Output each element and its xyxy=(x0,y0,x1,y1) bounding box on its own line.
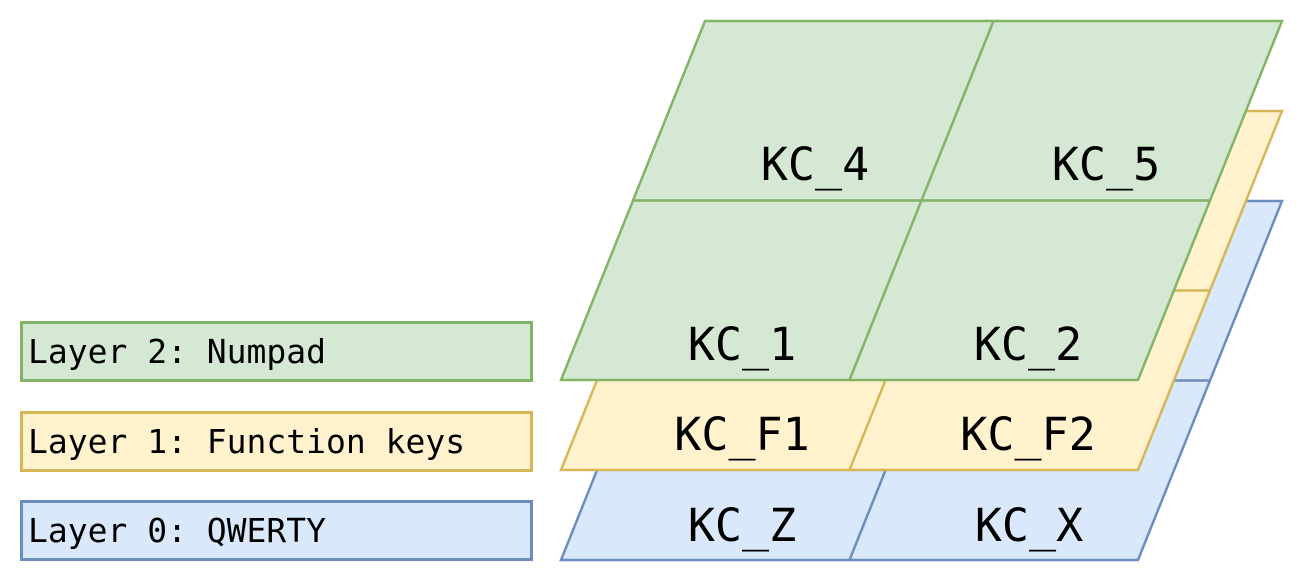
key-label-KC_4: KC_4 xyxy=(761,138,869,191)
column-divider-layer2-numpad xyxy=(848,20,995,381)
key-label-KC_5: KC_5 xyxy=(1052,138,1160,191)
legend-box-layer2-numpad: Layer 2: Numpad xyxy=(20,321,533,382)
key-label-KC_2: KC_2 xyxy=(974,318,1082,371)
key-label-KC_1: KC_1 xyxy=(688,318,796,371)
key-label-KC_X: KC_X xyxy=(975,499,1083,552)
legend-label-layer1: Layer 1: Function keys xyxy=(28,422,466,461)
legend-label-layer0: Layer 0: QWERTY xyxy=(28,511,327,550)
legend-box-layer1-function-keys: Layer 1: Function keys xyxy=(20,411,533,472)
legend-label-layer2: Layer 2: Numpad xyxy=(28,332,327,371)
legend-box-layer0-qwerty: Layer 0: QWERTY xyxy=(20,500,533,561)
key-label-KC_F1: KC_F1 xyxy=(674,408,809,461)
layer-group-layer2-numpad: KC_4 KC_5KC_1 KC_2 xyxy=(559,19,1284,382)
key-label-KC_F2: KC_F2 xyxy=(960,408,1095,461)
key-label-KC_Z: KC_Z xyxy=(688,499,796,552)
